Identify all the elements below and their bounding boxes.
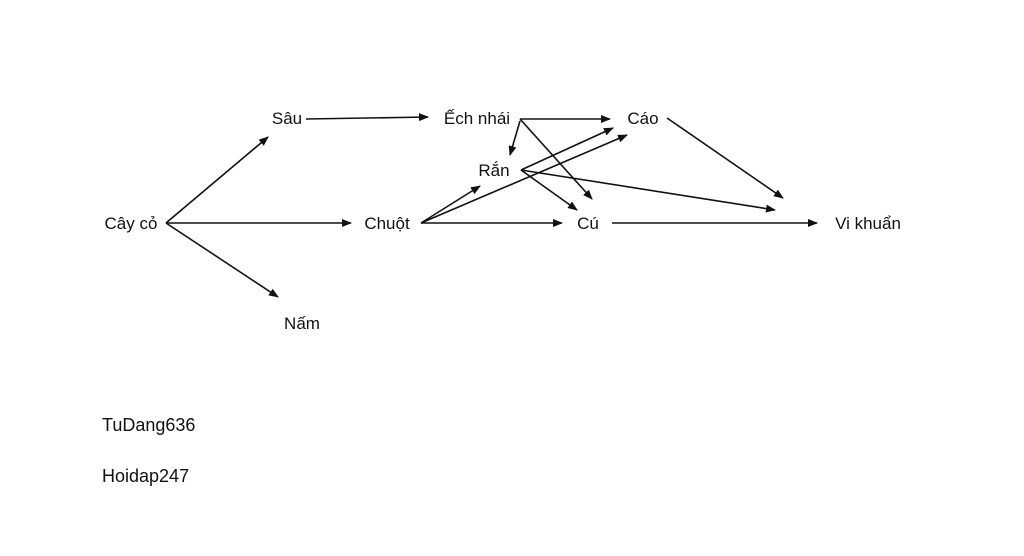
edge-cayco-to-sau bbox=[165, 136, 269, 224]
edge-ran-to-vikhuan bbox=[520, 169, 776, 213]
edge-sau-to-echnhai bbox=[305, 113, 429, 122]
edge-echnhai-to-ran bbox=[508, 120, 521, 156]
edge-chuot-to-ran bbox=[420, 185, 481, 224]
node-chuot: Chuột bbox=[364, 214, 410, 233]
edge-ran-to-cu bbox=[520, 169, 578, 211]
node-cao: Cáo bbox=[627, 109, 658, 128]
node-echnhai: Ếch nhái bbox=[444, 109, 510, 128]
node-cu: Cú bbox=[577, 214, 599, 233]
footer-credit-username: TuDang636 bbox=[102, 415, 196, 435]
edge-echnhai-to-cu bbox=[519, 118, 593, 200]
node-nam: Nấm bbox=[284, 314, 320, 333]
node-sau: Sâu bbox=[272, 109, 302, 128]
node-ran: Rắn bbox=[478, 161, 509, 180]
edge-chuot-to-cao bbox=[420, 134, 628, 224]
edge-cao-to-vikhuan bbox=[666, 117, 784, 199]
footer-credit-site: Hoidap247 bbox=[102, 466, 190, 486]
node-vikhuan: Vi khuẩn bbox=[835, 214, 901, 233]
edge-cayco-to-nam bbox=[165, 222, 279, 298]
edge-ran-to-cao bbox=[520, 127, 614, 171]
node-cayco: Cây cỏ bbox=[105, 214, 158, 233]
